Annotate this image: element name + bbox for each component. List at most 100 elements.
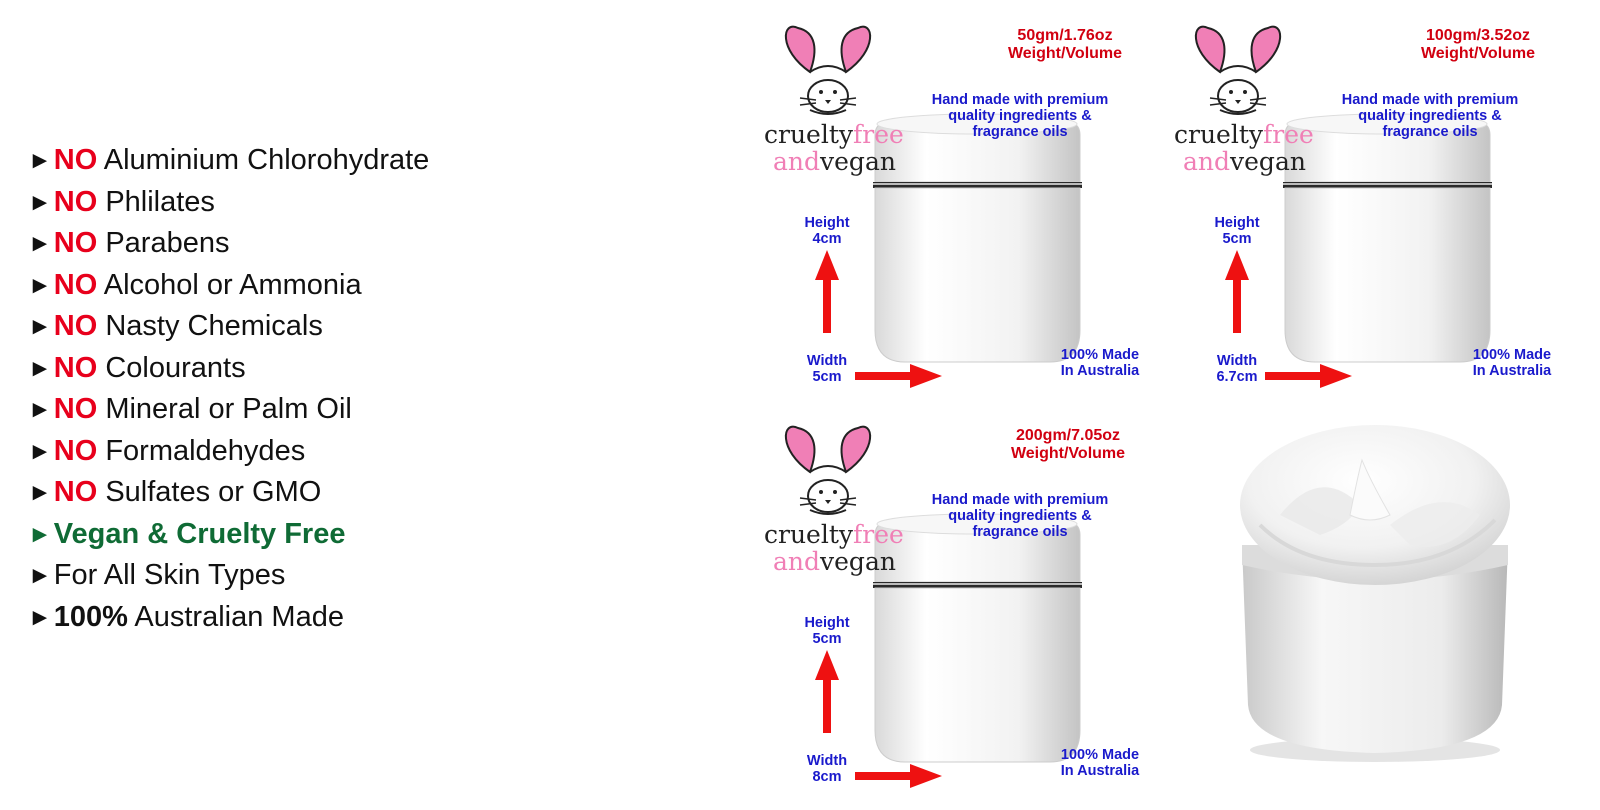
feature-item: ►NO Formaldehydes (28, 431, 429, 473)
bunny-logo-icon (1195, 25, 1281, 115)
feature-keyword: NO (53, 144, 98, 176)
and-vegan-logo-text: andvegan (773, 547, 896, 576)
weight-label: Weight/Volume (1420, 45, 1536, 62)
feature-item: ►NO Aluminium Chlorohydrate (28, 140, 429, 182)
and-vegan-logo-text: andvegan (773, 147, 896, 176)
bullet-arrow-icon: ► (28, 354, 52, 382)
description-line: Hand made with premium (931, 92, 1109, 108)
bullet-arrow-icon: ► (28, 271, 52, 299)
feature-item: ►100% Australian Made (28, 597, 429, 639)
open-cream-jar-image (1240, 425, 1510, 762)
jar-illustration (785, 425, 1082, 788)
description-line: fragrance oils (972, 524, 1068, 540)
cruelty-free-logo-text: crueltyfree (764, 120, 904, 149)
description-line: fragrance oils (972, 124, 1068, 140)
height-arrow-icon (815, 650, 839, 733)
feature-text: Mineral or Palm Oil (97, 393, 352, 425)
bullet-arrow-icon: ► (28, 437, 52, 465)
height-arrow-icon (1225, 250, 1249, 333)
product-panel-50g: crueltyfree andvegan 50gm/1.76oz Weight/… (764, 10, 1190, 410)
feature-item: ►NO Sulfates or GMO (28, 472, 429, 514)
product-panel-100g: crueltyfree andvegan 100gm/3.52oz Weight… (1174, 10, 1600, 410)
bullet-arrow-icon: ► (28, 147, 52, 174)
weight-label: Weight/Volume (1007, 45, 1123, 62)
feature-text: Formaldehydes (97, 434, 306, 467)
width-label: Width (806, 353, 848, 369)
height-value: 5cm (812, 631, 842, 647)
feature-text: Nasty Chemicals (97, 310, 323, 342)
made-in-label: In Australia (1060, 363, 1140, 379)
bullet-arrow-icon: ► (28, 479, 52, 506)
feature-item: ►NO Parabens (28, 223, 429, 265)
feature-keyword: NO (53, 268, 98, 301)
width-arrow-icon (855, 364, 942, 388)
feature-item: ►NO Phlilates (28, 182, 429, 224)
width-value: 5cm (812, 369, 842, 385)
jar-illustration (1195, 25, 1492, 388)
width-label: Width (1216, 353, 1258, 369)
feature-list: ►NO Aluminium Chlorohydrate►NO Phlilates… (28, 140, 429, 638)
feature-text: Phlilates (97, 185, 215, 218)
bullet-arrow-icon: ► (28, 603, 52, 631)
made-in-label: 100% Made (1472, 347, 1552, 363)
bullet-arrow-icon: ► (28, 520, 52, 548)
feature-text: Australian Made (127, 600, 344, 633)
bullet-arrow-icon: ► (28, 188, 52, 216)
feature-item: ►NO Nasty Chemicals (28, 306, 429, 348)
weight-value: 200gm/7.05oz (1015, 427, 1121, 444)
height-label: Height (804, 615, 850, 631)
bullet-arrow-icon: ► (28, 396, 52, 423)
width-value: 8cm (812, 769, 842, 785)
jar-icon (873, 113, 1082, 363)
feature-keyword: NO (53, 310, 98, 342)
description-line: quality ingredients & (948, 108, 1092, 124)
height-value: 5cm (1222, 231, 1252, 247)
feature-keyword: NO (53, 351, 98, 384)
made-in-label: 100% Made (1060, 747, 1140, 763)
feature-item: ►For All Skin Types (28, 555, 429, 597)
height-label: Height (804, 215, 850, 231)
description-line: quality ingredients & (1358, 108, 1502, 124)
made-in-label: 100% Made (1060, 347, 1140, 363)
cruelty-free-logo-text: crueltyfree (764, 520, 904, 549)
made-in-label: In Australia (1472, 363, 1552, 379)
feature-keyword: NO (53, 185, 98, 218)
feature-text: Aluminium Chlorohydrate (97, 144, 430, 176)
bunny-logo-icon (785, 25, 871, 115)
feature-text: For All Skin Types (53, 559, 286, 591)
width-arrow-icon (1265, 364, 1352, 388)
feature-item: ►Vegan & Cruelty Free (28, 514, 429, 556)
width-value: 6.7cm (1216, 369, 1258, 385)
width-label: Width (806, 753, 848, 769)
cruelty-free-logo-text: crueltyfree (1174, 120, 1314, 149)
bullet-arrow-icon: ► (28, 313, 52, 340)
feature-text: Vegan & Cruelty Free (53, 517, 346, 550)
height-value: 4cm (812, 231, 842, 247)
feature-keyword: NO (53, 434, 98, 467)
and-vegan-logo-text: andvegan (1183, 147, 1306, 176)
weight-label: Weight/Volume (1010, 445, 1126, 462)
made-in-label: In Australia (1060, 763, 1140, 779)
product-panel-200g: crueltyfree andvegan 200gm/7.05oz Weight… (764, 410, 1190, 810)
jar-icon (873, 513, 1082, 763)
height-label: Height (1214, 215, 1260, 231)
description-line: Hand made with premium (1341, 92, 1519, 108)
feature-item: ►NO Mineral or Palm Oil (28, 389, 429, 431)
jar-illustration (785, 25, 1082, 388)
feature-item: ►NO Colourants (28, 348, 429, 390)
description-line: fragrance oils (1382, 124, 1478, 140)
bullet-arrow-icon: ► (28, 562, 52, 589)
height-arrow-icon (815, 250, 839, 333)
feature-text: Colourants (97, 351, 246, 384)
feature-text: Alcohol or Ammonia (97, 268, 362, 301)
weight-value: 100gm/3.52oz (1425, 27, 1531, 44)
feature-text: Sulfates or GMO (97, 476, 322, 508)
feature-keyword: NO (53, 393, 98, 425)
feature-item: ►NO Alcohol or Ammonia (28, 265, 429, 307)
width-arrow-icon (855, 764, 942, 788)
feature-keyword: NO (53, 227, 98, 259)
description-line: quality ingredients & (948, 508, 1092, 524)
bunny-logo-icon (785, 425, 871, 515)
feature-keyword: 100% (53, 600, 128, 633)
weight-value: 50gm/1.76oz (1017, 27, 1113, 44)
